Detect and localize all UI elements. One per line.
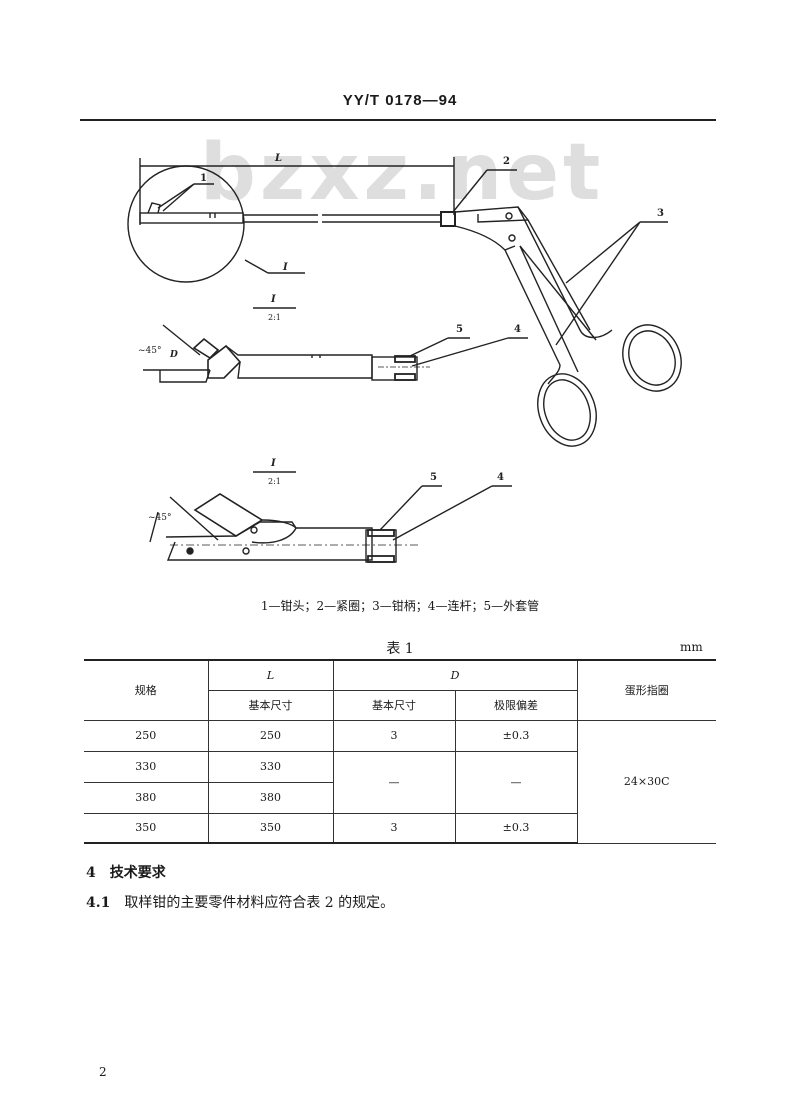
cell-D-tolerance: ±0.3 — [454, 812, 577, 844]
handle — [454, 206, 682, 447]
svg-text:I: I — [270, 458, 276, 469]
svg-text:5: 5 — [430, 472, 437, 483]
callout-3: 3 — [555, 208, 668, 346]
svg-text:D: D — [169, 350, 178, 360]
cell-spec: 250 — [84, 719, 209, 752]
spec-table: 规格 L D 蛋形指圈 基本尺寸 基本尺寸 极限偏差 250 250 3 ±0.… — [84, 659, 716, 844]
header-spec: 规格 — [84, 659, 209, 721]
svg-text:2: 2 — [503, 156, 510, 167]
clause-4-1: 4.1 取样钳的主要零件材料应符合表 2 的规定。 — [86, 892, 394, 912]
svg-text:I: I — [270, 294, 276, 305]
cell-spec: 350 — [84, 812, 209, 844]
callout-1: 1 — [157, 173, 214, 212]
shaft — [139, 202, 440, 224]
header-L-basic: 基本尺寸 — [208, 689, 334, 721]
standard-number: YY/T 0178—94 — [342, 92, 458, 109]
svg-text:2:1: 2:1 — [268, 313, 281, 322]
detail-circle: I — [127, 165, 305, 283]
cell-D-tolerance: — — [454, 750, 577, 814]
svg-text:4: 4 — [514, 324, 521, 335]
section-title: 技术要求 — [109, 865, 166, 881]
header-D-basic: 基本尺寸 — [332, 689, 456, 721]
cell-L-basic: 380 — [207, 781, 333, 814]
clause-number: 4.1 — [86, 895, 111, 911]
table-row: 380 380 — [84, 781, 716, 814]
svg-text:5: 5 — [456, 324, 463, 335]
table-row: 330 330 — — — [84, 750, 716, 814]
table-row: 250 250 3 ±0.3 24×30C — [84, 719, 716, 844]
cell-D-basic: 3 — [332, 812, 456, 844]
cell-finger-ring: 24×30C — [576, 719, 716, 844]
detail-view-1: I 2:1 ~45° D 5 4 — [138, 294, 528, 383]
svg-text:~45°: ~45° — [138, 346, 162, 356]
header-D-tolerance: 极限偏差 — [454, 689, 577, 721]
section-heading: 4 技术要求 — [86, 862, 166, 882]
svg-text:~45°: ~45° — [148, 513, 172, 523]
figure-caption: 1—钳头；2—紧圈；3—钳柄；4—连杆；5—外套管 — [260, 599, 540, 613]
detail-view-2: I 2:1 ~45° 5 4 — [148, 458, 512, 563]
cell-L-basic: 250 — [207, 719, 334, 752]
table-unit: mm — [680, 640, 703, 654]
cell-spec: 330 — [84, 750, 209, 783]
cell-L-basic: 350 — [207, 812, 334, 844]
svg-text:2:1: 2:1 — [268, 477, 281, 486]
clause-text: 取样钳的主要零件材料应符合表 2 的规定。 — [124, 895, 395, 911]
cell-D-tolerance: ±0.3 — [454, 719, 578, 752]
svg-text:1: 1 — [200, 173, 207, 184]
table-row: 350 350 3 ±0.3 — [84, 812, 716, 844]
svg-text:3: 3 — [657, 208, 664, 219]
header-D: D — [332, 659, 578, 691]
svg-text:L: L — [274, 153, 282, 164]
svg-text:I: I — [282, 262, 288, 273]
header-finger-ring: 蛋形指圈 — [576, 659, 716, 721]
section-number: 4 — [86, 865, 96, 881]
table-title: 表 1 — [386, 641, 414, 657]
cell-D-basic: — — [332, 750, 456, 814]
cell-L-basic: 330 — [207, 750, 334, 783]
page-number: 2 — [99, 1065, 107, 1079]
cell-spec: 380 — [84, 781, 209, 814]
watermark: bzxz.net — [200, 128, 605, 218]
header-L: L — [207, 659, 334, 691]
collar: 2 — [440, 156, 517, 227]
cell-D-basic: 3 — [332, 719, 456, 752]
forceps-drawing: L I 1 2 — [127, 153, 682, 563]
svg-text:4: 4 — [497, 472, 504, 483]
header-rule — [80, 119, 716, 121]
